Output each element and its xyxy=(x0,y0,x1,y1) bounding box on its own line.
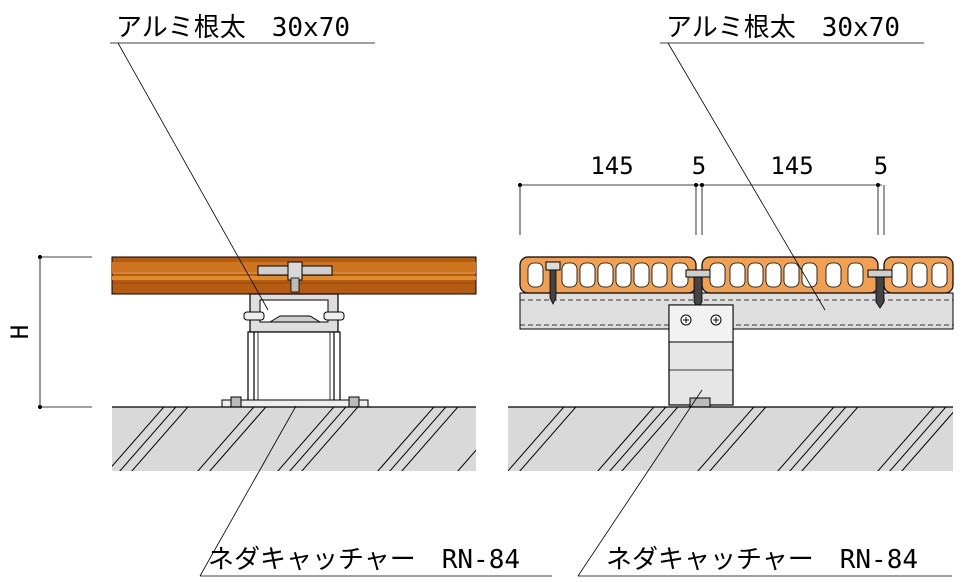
right-ground xyxy=(508,406,953,471)
board-width-dimension xyxy=(518,183,885,235)
right-section: 145 5 145 5 xyxy=(508,42,954,577)
right-joist-label: アルミ根太 30x70 xyxy=(666,13,900,43)
right-deck-board-3 xyxy=(883,256,954,294)
height-dimension xyxy=(38,255,92,409)
right-joist-leader xyxy=(667,42,826,311)
left-joist-leader xyxy=(117,42,269,311)
board-width-2-label: 145 xyxy=(770,152,813,180)
right-deck-board-2 xyxy=(701,256,879,294)
board-width-1-label: 145 xyxy=(590,152,633,180)
left-clip xyxy=(257,261,333,293)
gap-1-label: 5 xyxy=(692,152,706,180)
left-ground xyxy=(112,406,476,471)
left-aluminum-joist xyxy=(243,293,345,333)
right-board-screws xyxy=(545,261,893,309)
right-deck-board-1 xyxy=(519,256,697,294)
right-catcher-label: ネダキャッチャー RN-84 xyxy=(606,545,918,575)
left-neda-catcher xyxy=(221,331,369,408)
left-catcher-label: ネダキャッチャー RN-84 xyxy=(208,545,520,575)
left-joist-label: アルミ根太 30x70 xyxy=(116,13,350,43)
right-catcher-leader xyxy=(577,389,703,577)
left-catcher-leader xyxy=(199,405,297,577)
gap-2-label: 5 xyxy=(874,152,888,180)
left-section: H xyxy=(6,42,552,577)
height-symbol: H xyxy=(6,325,34,339)
right-aluminum-joist xyxy=(519,292,954,330)
